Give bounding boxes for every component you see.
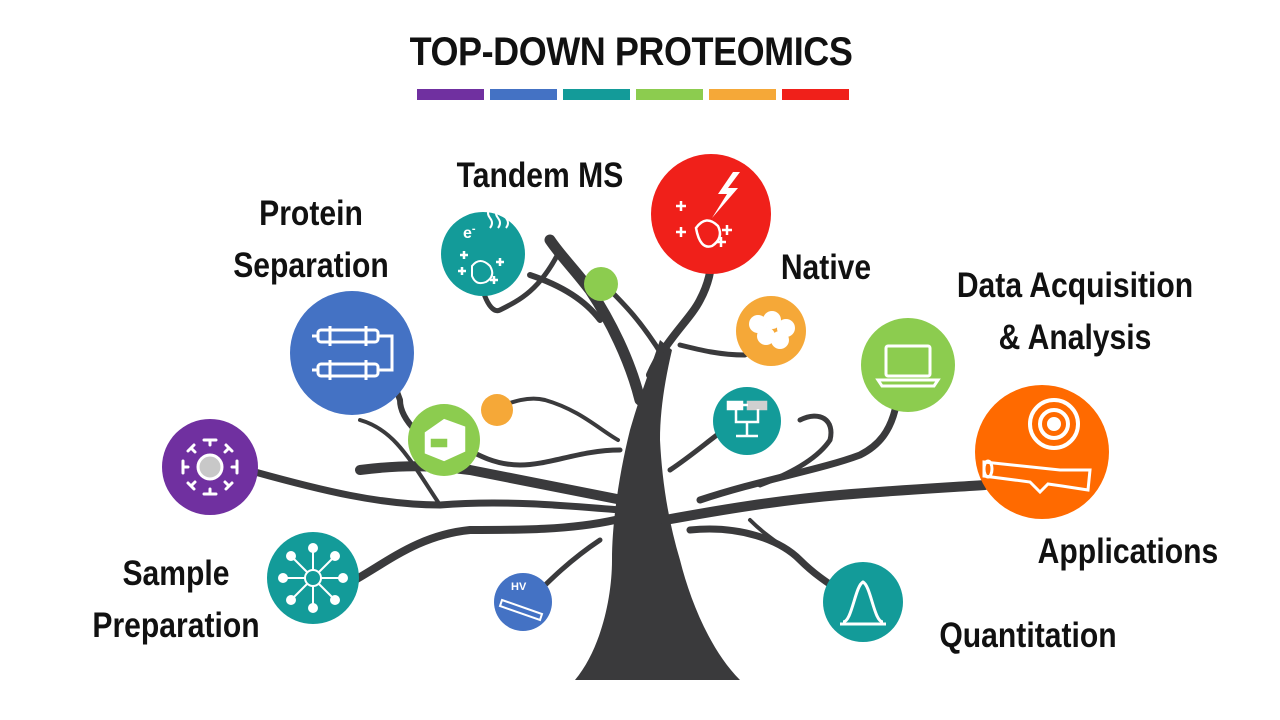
- quantitation-node: [823, 562, 903, 642]
- instrument-icon: [423, 417, 467, 463]
- label-tandem-ms: Tandem MS: [456, 156, 624, 195]
- sample-prep-teal-node: [267, 532, 359, 624]
- tandem-ms-red-node: [651, 154, 771, 274]
- hv-capillary-icon: HV: [498, 581, 544, 622]
- native-complex-icon: [749, 311, 795, 349]
- separation-icon: [312, 326, 394, 380]
- target-icon: [1028, 398, 1080, 450]
- tandem-ms-teal-node: e-: [441, 207, 525, 296]
- hv-label: HV: [511, 581, 527, 593]
- hv-node: HV: [494, 573, 552, 631]
- workflow-node: [713, 387, 781, 455]
- label-sample-preparation: Sample Preparation: [70, 548, 282, 652]
- rifle-icon: [982, 459, 1092, 495]
- label-native: Native: [780, 248, 872, 287]
- virus-icon: [181, 438, 239, 496]
- instrument-node: [408, 404, 480, 476]
- label-separation: Separation: [233, 246, 389, 285]
- label-data-acquisition-line1: Data Acquisition: [956, 266, 1194, 305]
- label-protein-separation: Protein Separation: [206, 188, 416, 292]
- protein-separation-node: [290, 291, 414, 415]
- label-preparation: Preparation: [92, 606, 260, 645]
- molecule-network-icon: [278, 543, 348, 613]
- peak-icon: [840, 580, 886, 626]
- lightning-icon: [676, 172, 740, 248]
- orange-dot-node: [481, 394, 513, 426]
- label-data-acquisition-line2: & Analysis: [998, 318, 1152, 357]
- laptop-icon: [875, 344, 941, 388]
- applications-node: [975, 385, 1109, 519]
- green-dot-node: [584, 267, 618, 301]
- label-data-acquisition: Data Acquisition & Analysis: [930, 260, 1220, 364]
- sample-purple-node: [162, 419, 258, 515]
- label-quantitation: Quantitation: [939, 616, 1117, 655]
- data-acquisition-node: [861, 318, 955, 412]
- native-node: [736, 296, 806, 366]
- label-protein: Protein: [259, 194, 363, 233]
- label-sample: Sample: [122, 554, 230, 593]
- page-title: TOP-DOWN PROTEOMICS: [409, 30, 853, 74]
- label-applications: Applications: [1037, 532, 1219, 571]
- workflow-icon: [726, 400, 768, 438]
